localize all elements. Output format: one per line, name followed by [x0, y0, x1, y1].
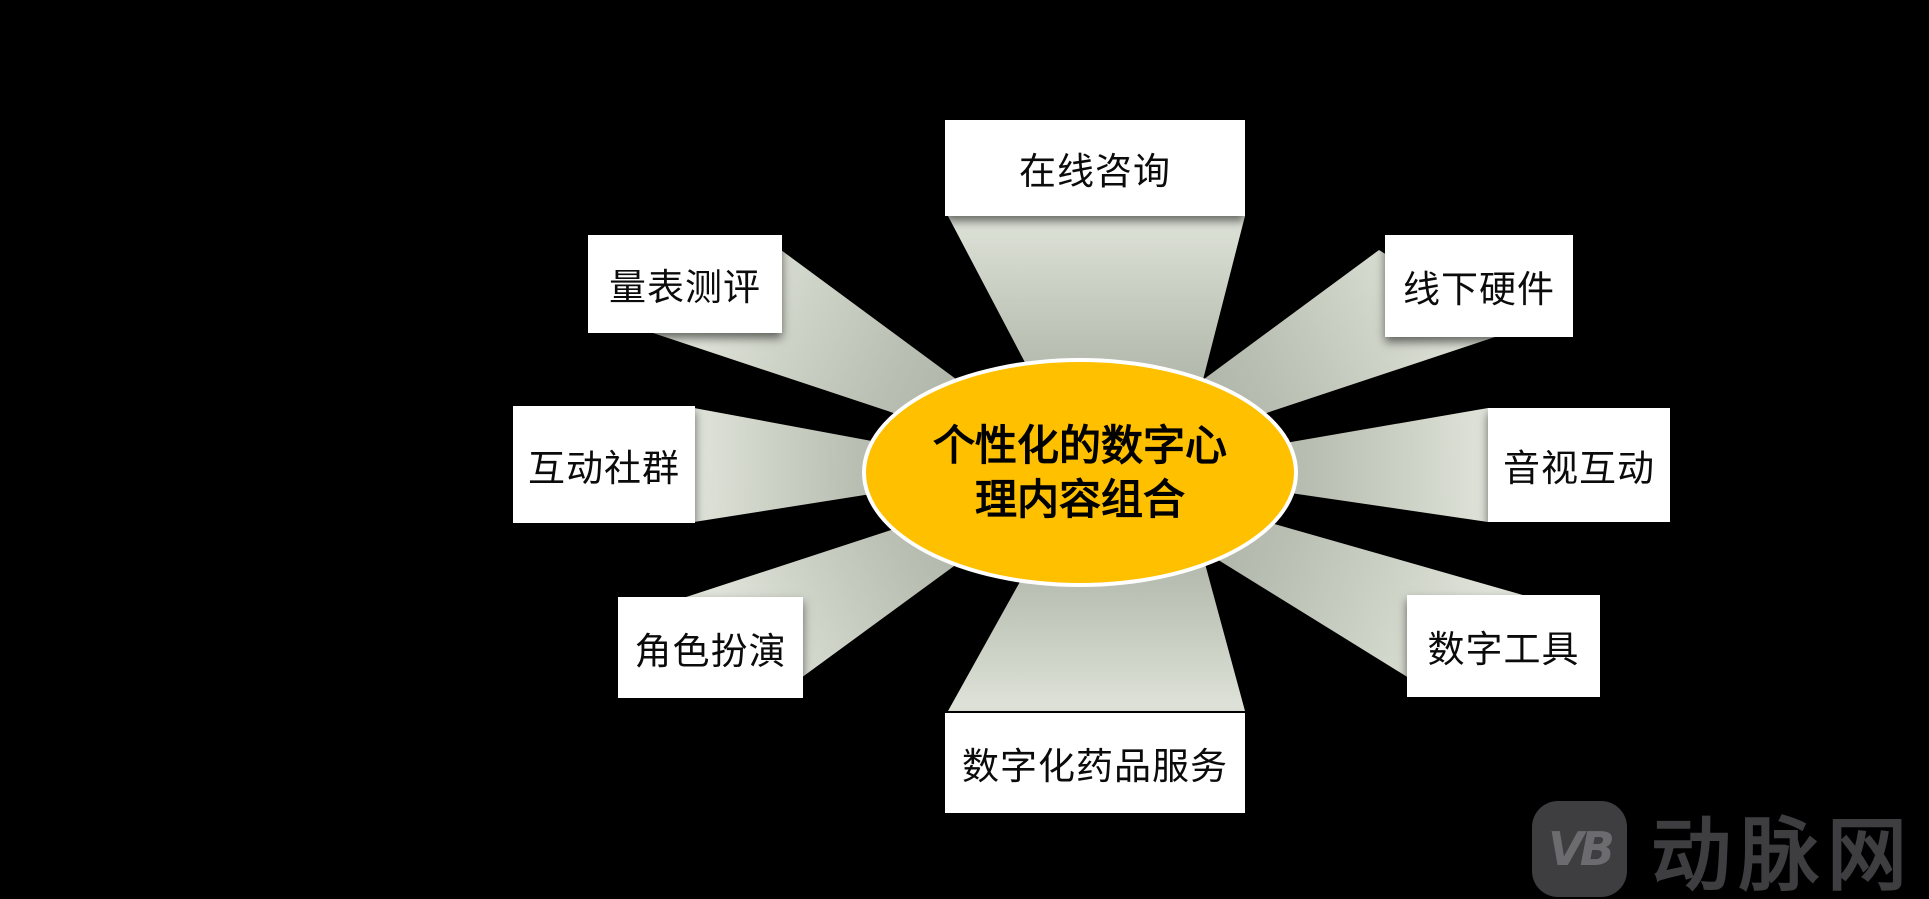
node-label: 线下硬件: [1403, 269, 1555, 310]
node-digital-pharma-service: 数字化药品服务: [945, 713, 1245, 813]
node-digital-tools: 数字工具: [1407, 595, 1600, 697]
node-offline-hardware: 线下硬件: [1385, 235, 1573, 337]
vb-logo-text: VB: [1548, 822, 1615, 876]
watermark: VB 动脉网: [1532, 791, 1915, 899]
node-label: 角色扮演: [634, 630, 787, 672]
center-label: 个性化的数字心理内容组合: [932, 421, 1227, 523]
node-label: 互动社群: [528, 447, 680, 489]
node-scale-assessment: 量表测评: [588, 235, 782, 333]
node-label: 量表测评: [609, 267, 761, 308]
vb-logo-icon: VB: [1532, 801, 1627, 897]
node-label: 数字化药品服务: [962, 746, 1228, 787]
node-role-play: 角色扮演: [618, 597, 803, 698]
watermark-brand: 动脉网: [1651, 811, 1915, 899]
connector-left: [694, 408, 985, 522]
connector-right: [1175, 408, 1488, 522]
node-label: 音视互动: [1503, 448, 1655, 489]
node-interactive-community: 互动社群: [513, 406, 695, 523]
node-online-consultation: 在线咨询: [945, 120, 1245, 216]
node-audio-video-interaction: 音视互动: [1488, 408, 1670, 522]
node-label: 在线咨询: [1019, 151, 1171, 192]
center-ellipse: 个性化的数字心理内容组合: [862, 358, 1298, 587]
node-label: 数字工具: [1427, 629, 1580, 670]
